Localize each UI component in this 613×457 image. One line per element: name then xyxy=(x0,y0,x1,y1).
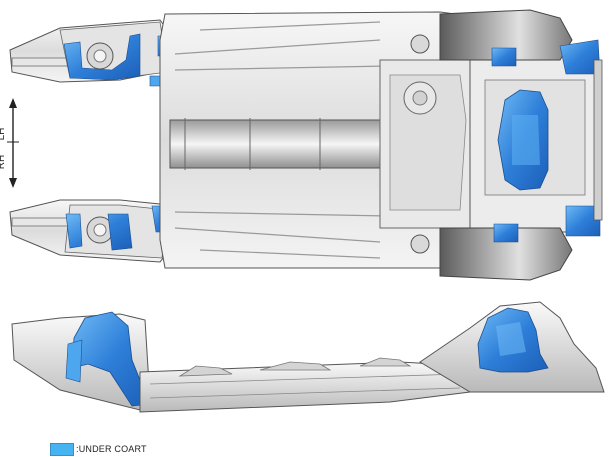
undercoat-rear-lower xyxy=(493,223,519,243)
body-side-view xyxy=(11,301,605,413)
undercoat-front-lower xyxy=(65,213,133,251)
rear-crossmember xyxy=(593,59,603,221)
undercoat-rear-upper xyxy=(491,47,517,67)
undercoat-rear-lower-corner xyxy=(565,205,601,237)
underbody-plan-view xyxy=(9,9,603,281)
legend-undercoat-label: :UNDER COART xyxy=(76,444,147,454)
undercoat-front-lower-side xyxy=(65,339,83,383)
center-tunnel xyxy=(169,119,386,169)
orientation-indicator: LH RH xyxy=(0,98,19,188)
undercoat-front-upper xyxy=(63,33,141,81)
rh-label: RH xyxy=(0,155,7,169)
floor-ribs xyxy=(174,21,391,259)
legend-undercoat-swatch xyxy=(50,442,74,456)
lh-label: LH xyxy=(0,128,7,141)
legend: :UNDER COART xyxy=(50,441,147,457)
rear-wheelhouse-lower xyxy=(439,227,573,281)
rear-wheelhouse-upper xyxy=(439,9,573,61)
